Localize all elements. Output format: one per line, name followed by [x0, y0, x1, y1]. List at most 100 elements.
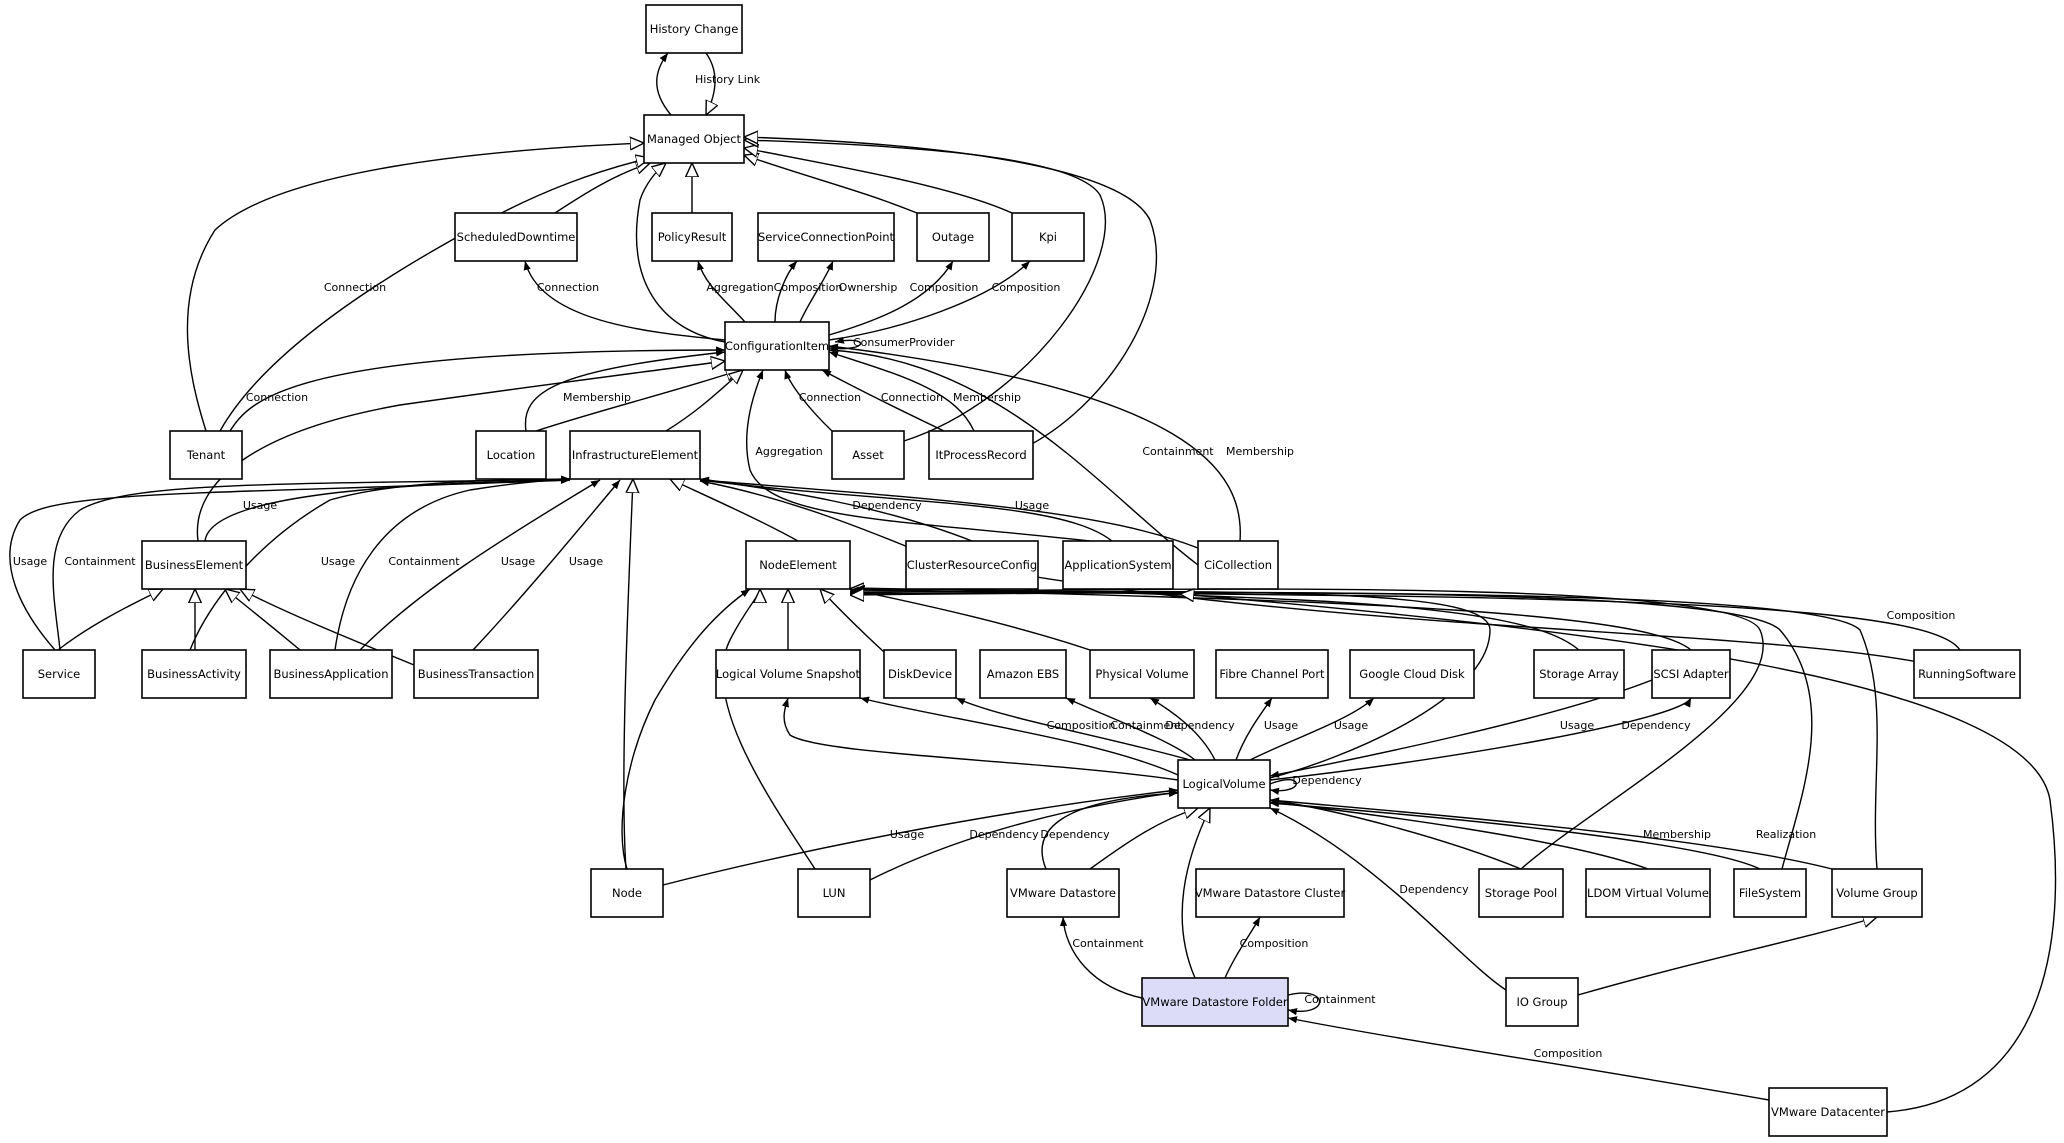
class-node-business-activity[interactable]: BusinessActivity	[141, 649, 247, 699]
node-label: CiCollection	[1204, 558, 1272, 572]
class-node-vmware-datastore-folder[interactable]: VMware Datastore Folder	[1141, 977, 1289, 1027]
class-node-service-connection-point[interactable]: ServiceConnectionPoint	[757, 212, 895, 262]
class-node-physical-volume[interactable]: Physical Volume	[1089, 649, 1195, 699]
inheritance-arrow	[186, 143, 644, 432]
edge-label: Connection	[537, 281, 599, 294]
node-box	[1831, 868, 1923, 918]
inheritance-arrow	[1089, 808, 1198, 870]
class-node-policy-result[interactable]: PolicyResult	[651, 212, 733, 262]
node-label: FileSystem	[1739, 886, 1801, 900]
edge-volume-group-to-logical-volume	[1269, 797, 1833, 870]
class-node-configuration-item[interactable]: ConfigurationItem	[724, 321, 830, 371]
class-node-business-application[interactable]: BusinessApplication	[269, 649, 393, 699]
edge-vmware-datacenter-to-vmware-datastore-folder	[1287, 1016, 1770, 1101]
class-node-node[interactable]: Node	[590, 868, 664, 918]
edge-application-system-to-infrastructure-element	[699, 477, 1113, 542]
class-node-service[interactable]: Service	[22, 649, 96, 699]
class-node-business-transaction[interactable]: BusinessTransaction	[413, 649, 539, 699]
class-node-it-process-record[interactable]: ItProcessRecord	[928, 430, 1034, 480]
edge-label: Usage	[1334, 719, 1369, 732]
edge-it-process-record-to-configuration-item	[828, 351, 975, 432]
node-label: DiskDevice	[888, 667, 952, 681]
edge-label: Dependency	[1621, 719, 1691, 732]
node-box	[831, 430, 905, 480]
node-label: Kpi	[1039, 230, 1057, 244]
edge-label: Containment	[388, 555, 460, 568]
relationship-arrow	[699, 476, 973, 542]
edge-configuration-item-to-service-connection-point	[799, 260, 834, 323]
node-box	[1505, 977, 1579, 1027]
class-node-file-system[interactable]: FileSystem	[1733, 868, 1807, 918]
class-node-asset[interactable]: Asset	[831, 430, 905, 480]
edge-node-to-infrastructure-element	[623, 479, 633, 870]
class-node-google-cloud-disk[interactable]: Google Cloud Disk	[1349, 649, 1475, 699]
inheritance-arrow	[850, 589, 1692, 651]
class-node-amazon-ebs[interactable]: Amazon EBS	[979, 649, 1067, 699]
node-box	[1062, 540, 1174, 590]
edge-label: Composition	[992, 281, 1061, 294]
class-node-tenant[interactable]: Tenant	[169, 430, 243, 480]
edge-label: Composition	[774, 281, 843, 294]
relationship-arrow	[1065, 697, 1196, 761]
class-node-application-system[interactable]: ApplicationSystem	[1062, 540, 1174, 590]
node-box	[475, 430, 547, 480]
edge-label: Membership	[1643, 828, 1711, 841]
node-label: ClusterResourceConfig	[907, 558, 1037, 572]
relationship-arrow	[662, 787, 1179, 886]
inheritance-arrow	[744, 148, 1013, 214]
class-node-history-change[interactable]: History Change	[645, 4, 743, 54]
edge-configuration-item-to-outage	[828, 260, 954, 336]
relationship-arrow	[784, 369, 833, 432]
relationship-arrow	[229, 346, 726, 432]
node-box	[22, 649, 96, 699]
class-node-io-group[interactable]: IO Group	[1505, 977, 1579, 1027]
edge-vmware-datastore-folder-to-vmware-datastore-cluster	[1224, 916, 1261, 979]
class-node-location[interactable]: Location	[475, 430, 547, 480]
edge-node-to-logical-volume	[662, 787, 1179, 886]
class-node-disk-device[interactable]: DiskDevice	[883, 649, 957, 699]
edge-label: Membership	[563, 391, 631, 404]
node-box	[141, 540, 247, 590]
class-node-ci-collection[interactable]: CiCollection	[1197, 540, 1279, 590]
class-node-vmware-datastore[interactable]: VMware Datastore	[1006, 868, 1120, 918]
class-node-storage-pool[interactable]: Storage Pool	[1478, 868, 1564, 918]
edge-label: Composition	[1534, 1047, 1603, 1060]
inheritance-arrow	[1577, 917, 1877, 996]
edge-vmware-datastore-folder-to-vmware-datastore-folder	[1287, 992, 1320, 1016]
edges-layer	[9, 52, 2057, 1113]
edge-label: Aggregation	[755, 445, 822, 458]
class-node-ldom-virtual-volume[interactable]: LDOM Virtual Volume	[1585, 868, 1711, 918]
class-node-running-software[interactable]: RunningSoftware	[1913, 649, 2021, 699]
class-node-business-element[interactable]: BusinessElement	[141, 540, 247, 590]
class-node-lun[interactable]: LUN	[797, 868, 871, 918]
node-label: NodeElement	[759, 558, 837, 572]
class-node-cluster-resource-config[interactable]: ClusterResourceConfig	[905, 540, 1039, 590]
class-node-kpi[interactable]: Kpi	[1011, 212, 1085, 262]
class-node-logical-volume[interactable]: LogicalVolume	[1177, 759, 1271, 809]
class-node-outage[interactable]: Outage	[916, 212, 990, 262]
class-node-scheduled-downtime[interactable]: ScheduledDowntime	[454, 212, 578, 262]
class-node-managed-object[interactable]: Managed Object	[643, 114, 745, 164]
edge-label: Usage	[890, 828, 925, 841]
class-node-vmware-datastore-cluster[interactable]: VMware Datastore Cluster	[1195, 868, 1346, 918]
edge-label: Dependency	[969, 828, 1039, 841]
class-node-node-element[interactable]: NodeElement	[745, 540, 851, 590]
node-label: BusinessTransaction	[418, 667, 535, 681]
class-node-infrastructure-element[interactable]: InfrastructureElement	[569, 430, 701, 480]
relationship-arrow	[828, 260, 954, 336]
node-label: Service	[38, 667, 81, 681]
relationship-arrow	[1249, 697, 1375, 761]
inheritance-arrow	[57, 589, 163, 651]
relationship-arrow	[1269, 797, 1522, 870]
class-node-volume-group[interactable]: Volume Group	[1831, 868, 1923, 918]
edge-disk-device-to-node-element	[820, 589, 885, 653]
class-node-storage-array[interactable]: Storage Array	[1533, 649, 1625, 699]
class-node-fibre-channel-port[interactable]: Fibre Channel Port	[1215, 649, 1329, 699]
node-label: Node	[612, 886, 642, 900]
class-node-logical-volume-snapshot[interactable]: Logical Volume Snapshot	[715, 649, 861, 699]
class-node-scsi-adapter[interactable]: SCSI Adapter	[1651, 649, 1731, 699]
class-node-vmware-datacenter[interactable]: VMware Datacenter	[1768, 1087, 1888, 1137]
relationship-arrow	[52, 475, 571, 651]
edge-cluster-resource-config-to-infrastructure-element	[699, 476, 973, 542]
node-box	[1913, 649, 2021, 699]
